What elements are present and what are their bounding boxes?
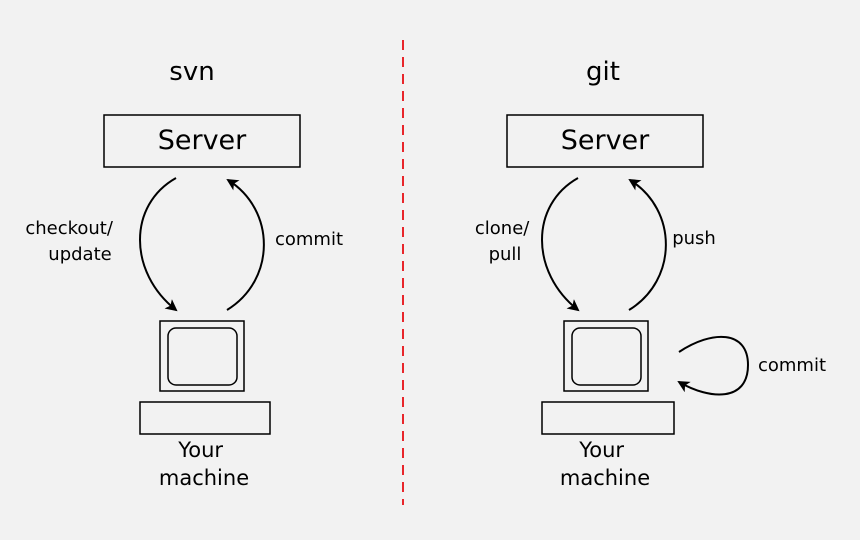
keyboard-icon (541, 401, 675, 435)
git-local-commit-label: commit (758, 355, 826, 376)
git-push-arrow (628, 178, 667, 311)
computer-monitor-icon (563, 320, 649, 392)
git-local-commit-loop-arrow (677, 335, 750, 396)
git-server-label: Server (561, 125, 650, 156)
git-machine-label: Your machine (560, 438, 650, 490)
git-panel: git Server clone/ pull push commit Your … (475, 57, 826, 490)
git-clone-arrow (541, 177, 580, 312)
svn-title: svn (169, 57, 214, 87)
keyboard-icon (139, 401, 271, 435)
svn-server-box (103, 114, 301, 168)
svn-checkout-label: checkout/ update (25, 218, 118, 265)
svn-machine-label: Your machine (159, 438, 249, 490)
svn-checkout-arrow (139, 177, 178, 312)
svn-commit-label: commit (275, 229, 343, 250)
svn-panel: svn Server checkout/ update commit Your … (25, 57, 343, 490)
git-clone-label: clone/ pull (475, 218, 535, 265)
git-push-label: push (672, 228, 716, 249)
git-title: git (586, 57, 620, 87)
svn-server-label: Server (158, 125, 247, 156)
svn-commit-arrow (226, 178, 265, 311)
git-server-box (506, 114, 704, 168)
computer-monitor-icon (159, 320, 245, 392)
